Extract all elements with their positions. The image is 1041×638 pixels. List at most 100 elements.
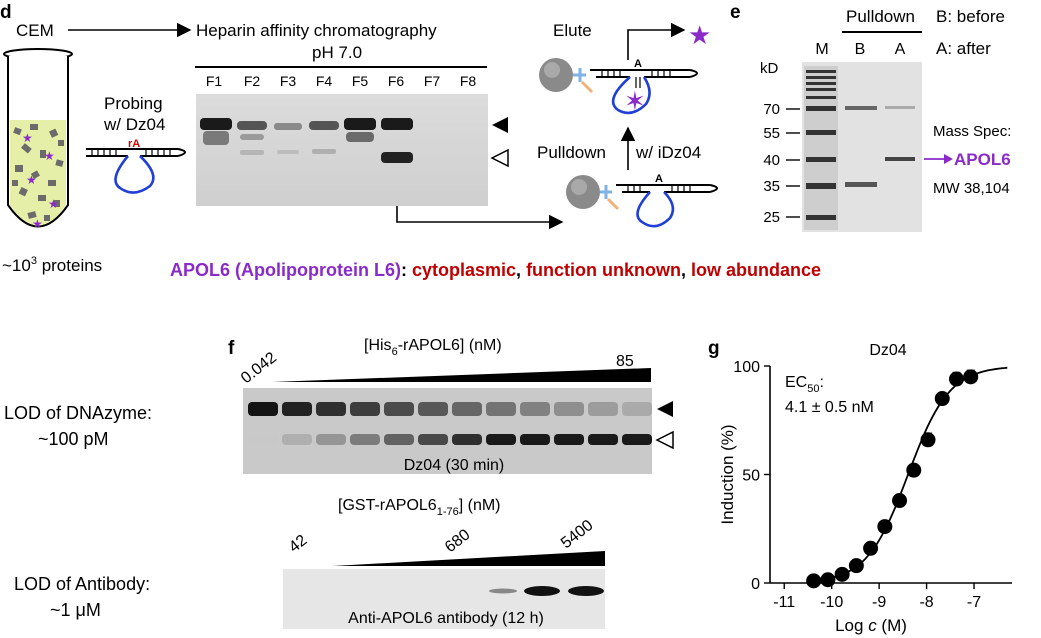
svg-text:★: ★ [32, 217, 43, 231]
his-concentration-wedge [272, 368, 651, 382]
gel-band-cleaved [316, 434, 346, 445]
fraction-label: F5 [352, 73, 369, 89]
dz04-titration-gel [243, 388, 652, 474]
fraction-label: F3 [280, 73, 297, 89]
pulldown-label: Pulldown [537, 143, 606, 162]
pulldown-header: Pulldown [846, 7, 915, 26]
data-point [892, 493, 908, 509]
x-tick-label: -8 [919, 594, 933, 611]
gel-band-cleaved [486, 434, 516, 445]
y-axis-label: Induction (%) [718, 424, 737, 524]
lane-label-m: M [815, 41, 828, 58]
gel-band-uncleaved [248, 402, 278, 416]
cleaved-band-arrow-filled [492, 117, 508, 133]
a-site-label-top: A [634, 58, 642, 70]
gel-band-uncleaved [622, 402, 652, 416]
gel-band-uncleaved [418, 402, 448, 416]
panel-g-label: g [708, 338, 720, 359]
legend-after: A: after [936, 39, 991, 58]
cleaved-band-arrow-open [490, 148, 509, 168]
summary-property: cytoplasmic [412, 260, 516, 280]
gst-conc: 680 [442, 526, 474, 556]
probing-label-line1: Probing [104, 94, 163, 113]
fraction-label: F1 [206, 73, 223, 89]
marker-size: 55 [763, 125, 780, 142]
gel-band-uncleaved [486, 402, 516, 416]
y-tick-label: 50 [742, 468, 760, 485]
marker-size: 40 [763, 152, 780, 169]
data-point [877, 519, 893, 535]
antibody-western-blot [283, 569, 605, 629]
marker-size: 70 [763, 101, 780, 118]
lod-dnazyme-line1: LOD of DNAzyme: [4, 403, 152, 423]
legend-before: B: before [936, 7, 1005, 26]
dnazyme-probe-diagram [86, 148, 186, 194]
x-tick-label: -11 [773, 594, 795, 611]
panel-f-label: f [228, 338, 235, 359]
gst-conc: 5400 [558, 517, 597, 552]
eluted-protein-star-icon: ★ [688, 21, 711, 51]
marker-ticks [786, 108, 800, 218]
y-tick-label: 0 [751, 576, 760, 593]
chromatography-title: Heparin affinity chromatography [196, 21, 437, 40]
marker-size: 35 [763, 178, 780, 195]
gel-band-cleaved [622, 434, 652, 445]
data-point [948, 371, 964, 387]
ec50-label: EC50: [785, 374, 824, 395]
uncleaved-arrow-filled [657, 401, 673, 417]
cem-label: CEM [16, 21, 54, 40]
apol6-label: APOL6 [954, 150, 1011, 169]
his-high-conc: 85 [616, 353, 634, 370]
gel-band-cleaved [554, 434, 584, 445]
bead-complex-top: ✶ [539, 58, 698, 117]
gel-band-uncleaved [520, 402, 550, 416]
chromatography-gel [196, 94, 488, 206]
f6-to-pulldown-arrow [396, 206, 564, 230]
fraction-label: F2 [244, 73, 261, 89]
summary-name: APOL6 (Apolipoprotein L6) [170, 260, 401, 280]
antibody-caption: Anti-APOL6 antibody (12 h) [348, 610, 544, 627]
gel-band-cleaved [452, 434, 482, 445]
elute-label: Elute [553, 21, 592, 40]
elute-arrow [627, 22, 686, 60]
gel-band-cleaved [520, 434, 550, 445]
gel-band-cleaved [384, 434, 414, 445]
test-tube: ★ ★ ★ ★ ★ [3, 48, 73, 231]
svg-text:★: ★ [22, 131, 33, 145]
y-tick-label: 100 [733, 359, 760, 376]
svg-text:★: ★ [26, 173, 37, 187]
gel-band-uncleaved [588, 402, 618, 416]
data-point [963, 369, 979, 385]
proteins-count-label: ~103 proteins [2, 255, 102, 275]
lod-antibody-line1: LOD of Antibody: [14, 574, 150, 594]
gel-band-uncleaved [554, 402, 584, 416]
molecular-weight: MW 38,104 [933, 180, 1010, 197]
gel-band-cleaved [418, 434, 448, 445]
ra-site-label: rA [128, 138, 140, 150]
summary-property: function unknown [526, 260, 681, 280]
gel-band-uncleaved [350, 402, 380, 416]
data-point [920, 432, 936, 448]
svg-text:★: ★ [48, 197, 59, 211]
lane-label-a: A [895, 41, 906, 58]
gel-band-cleaved [282, 434, 312, 445]
data-point [906, 462, 922, 478]
fraction-label: F8 [460, 73, 477, 89]
his-low-conc: 0.042 [238, 349, 280, 387]
pulldown-gel [802, 62, 922, 232]
fraction-label: F7 [424, 73, 441, 89]
gel-band-cleaved [588, 434, 618, 445]
x-axis-label: Log c (M) [835, 616, 907, 635]
apol6-pointer-head [944, 154, 953, 164]
x-tick-label: -9 [872, 594, 886, 611]
svg-text:✶: ✶ [624, 87, 646, 117]
panel-e-label: e [730, 2, 741, 23]
probing-label-line2: w/ Dz04 [103, 115, 165, 134]
gel-band-uncleaved [316, 402, 346, 416]
x-tick-label: -7 [967, 594, 981, 611]
cleaved-arrow-open [655, 430, 674, 450]
data-point [806, 573, 822, 589]
gel-band-cleaved [248, 434, 278, 445]
